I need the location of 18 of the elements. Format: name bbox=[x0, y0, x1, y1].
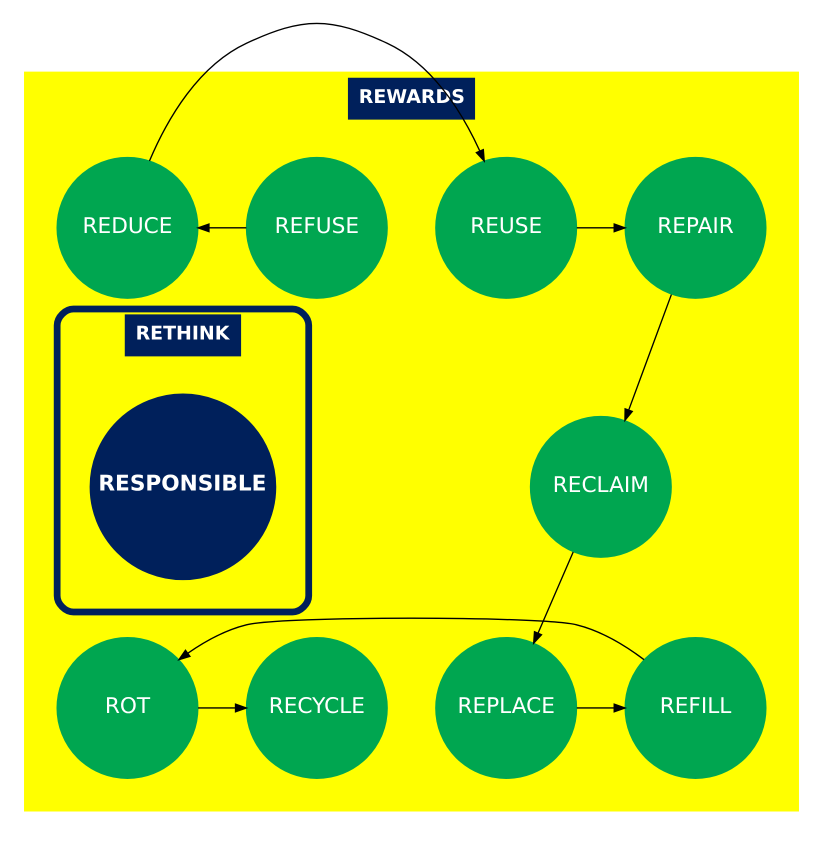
node-circle: RECLAIM bbox=[530, 415, 672, 558]
node-circle: REPAIR bbox=[624, 156, 767, 298]
node-circle: REFUSE bbox=[246, 156, 388, 298]
arrow bbox=[198, 702, 248, 712]
node-circle: REFILL bbox=[624, 636, 767, 778]
arrow bbox=[576, 222, 628, 232]
node-circle: RESPONSIBLE bbox=[90, 393, 276, 580]
node-circle: ROT bbox=[56, 636, 198, 778]
arrow bbox=[532, 551, 574, 645]
arrow bbox=[177, 617, 644, 660]
node-circle: REUSE bbox=[435, 156, 578, 298]
arrow bbox=[196, 222, 246, 232]
node-circle: RECYCLE bbox=[246, 636, 388, 778]
arrow bbox=[624, 294, 672, 422]
node-circle: REPLACE bbox=[435, 636, 578, 778]
arrow bbox=[576, 702, 628, 712]
node-circle: REDUCE bbox=[56, 156, 198, 298]
arrow bbox=[148, 22, 486, 162]
